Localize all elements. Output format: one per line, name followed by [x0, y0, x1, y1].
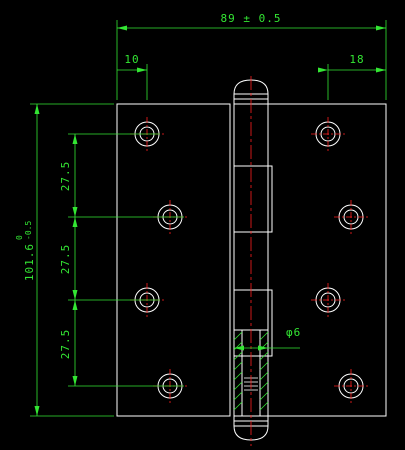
right-offset-label: 18 [349, 53, 364, 66]
screw-hole [334, 200, 368, 234]
hole-centermark [334, 369, 368, 403]
dimension-arrows [34, 25, 386, 416]
pin-diameter-label: φ6 [286, 326, 301, 339]
height-label: 101.6 [23, 243, 36, 281]
hole-centermark [334, 200, 368, 234]
screw-hole [311, 117, 345, 151]
left-offset-label: 10 [124, 53, 139, 66]
pitch-label-1: 27.5 [59, 161, 72, 192]
screw-hole [311, 283, 345, 317]
height-label-group: 101.6 0 -0.5 [15, 221, 36, 282]
screw-hole [334, 369, 368, 403]
height-tol-upper: 0 [15, 235, 24, 240]
pitch-label-3: 27.5 [59, 329, 72, 360]
height-tol-lower: -0.5 [24, 221, 33, 240]
pitch-label-2: 27.5 [59, 244, 72, 275]
section-hatch [233, 331, 269, 411]
hole-centermark [311, 283, 345, 317]
hole-centermark [311, 117, 345, 151]
overall-width-label: 89 ± 0.5 [221, 12, 282, 25]
